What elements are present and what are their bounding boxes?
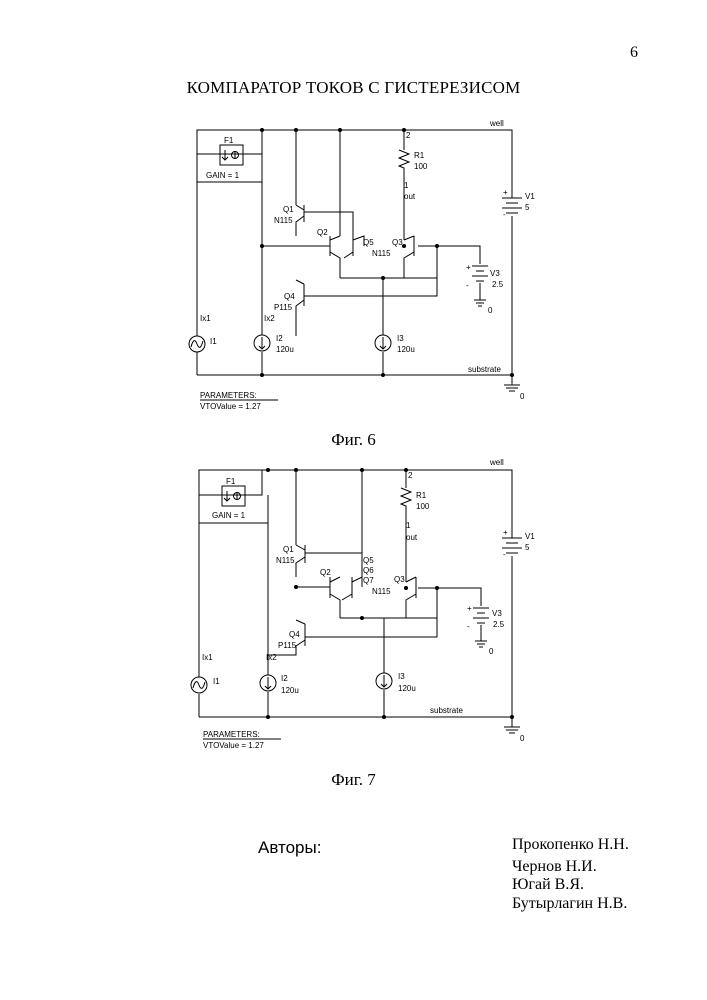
q2-label: Q2: [317, 228, 328, 237]
out-label: out: [406, 533, 418, 542]
q5-label: Q5: [363, 238, 374, 247]
parameters-label: PARAMETERS:: [200, 391, 257, 400]
v3-plus: +: [466, 263, 471, 272]
i2-label: I2: [281, 674, 288, 683]
gain-label: GAIN = 1: [212, 511, 246, 520]
i1-label: I1: [213, 677, 220, 686]
ix1-label: Ix1: [200, 314, 211, 323]
ix1-label: Ix1: [202, 653, 213, 662]
v3-minus: -: [466, 281, 469, 290]
v1-minus: -: [503, 550, 506, 559]
q7-model: N115: [372, 587, 391, 596]
i1-label: I1: [210, 337, 217, 346]
main-gnd-label: 0: [520, 392, 525, 401]
v3-minus: -: [467, 622, 470, 631]
i3-label: I3: [397, 334, 404, 343]
v3-plus: +: [467, 604, 472, 613]
v3-value: 2.5: [492, 280, 504, 289]
v3-label: V3: [492, 609, 502, 618]
i2-value: 120u: [281, 686, 299, 695]
ix2-label: Ix2: [266, 653, 277, 662]
q1-model: N115: [274, 216, 293, 225]
r1-value: 100: [416, 502, 430, 511]
q4-model: P115: [274, 303, 293, 312]
v3-gnd-label: 0: [489, 647, 494, 656]
v1-value: 5: [525, 543, 530, 552]
q5-label: Q5: [363, 556, 374, 565]
gain-label: GAIN = 1: [206, 171, 240, 180]
parameters-label: PARAMETERS:: [203, 730, 260, 739]
substrate-label: substrate: [468, 365, 501, 374]
substrate-label: substrate: [430, 706, 463, 715]
figure-7-caption: Фиг. 7: [0, 770, 707, 790]
page-number: 6: [630, 44, 638, 62]
q4-model: P115: [278, 641, 297, 650]
v1-minus: -: [503, 210, 506, 219]
main-gnd-label: 0: [520, 734, 525, 743]
author-name: Чернов Н.И.: [512, 858, 597, 876]
q1-label: Q1: [283, 205, 294, 214]
well-label: well: [489, 458, 504, 467]
node2-label: 2: [408, 471, 413, 480]
q2-label: Q2: [320, 568, 331, 577]
q7-label: Q7: [363, 576, 374, 585]
r1-label: R1: [414, 151, 425, 160]
v1-value: 5: [525, 203, 530, 212]
v3-gnd-label: 0: [488, 306, 493, 315]
authors-label: Авторы:: [258, 838, 321, 858]
q1-model: N115: [276, 556, 295, 565]
v1-plus: +: [503, 188, 508, 197]
v1-label: V1: [525, 192, 535, 201]
author-name: Бутырлагин Н.В.: [512, 895, 627, 913]
r1-label: R1: [416, 491, 427, 500]
v3-label: V3: [490, 269, 500, 278]
node2-label: 2: [406, 131, 411, 140]
q6-label: Q6: [363, 566, 374, 575]
q3-label: Q3: [394, 575, 405, 584]
node1-label: 1: [406, 521, 411, 530]
q3-label: Q3: [392, 238, 403, 247]
vto-value: VTOValue = 1.27: [203, 741, 264, 750]
figure-6-caption: Фиг. 6: [0, 430, 707, 450]
i3-value: 120u: [398, 684, 416, 693]
i3-label: I3: [398, 672, 405, 681]
author-name: Югай В.Я.: [512, 876, 584, 894]
node1-label: 1: [404, 181, 409, 190]
vto-value: VTOValue = 1.27: [200, 402, 261, 411]
v3-value: 2.5: [493, 620, 505, 629]
q4-label: Q4: [289, 630, 300, 639]
out-label: out: [404, 192, 416, 201]
i3-value: 120u: [397, 345, 415, 354]
figure-7-schematic: F1 GAIN = 1 2 well R1 100 1 out V1 5 + -…: [185, 455, 530, 755]
q4-label: Q4: [284, 292, 295, 301]
i2-label: I2: [276, 334, 283, 343]
v1-plus: +: [503, 528, 508, 537]
f1-label: F1: [226, 477, 236, 486]
v1-label: V1: [525, 532, 535, 541]
f1-label: F1: [224, 136, 234, 145]
i2-value: 120u: [276, 345, 294, 354]
page-title: КОМПАРАТОР ТОКОВ С ГИСТЕРЕЗИСОМ: [0, 78, 707, 98]
well-label: well: [489, 119, 504, 128]
r1-value: 100: [414, 162, 428, 171]
q5-model: N115: [372, 249, 391, 258]
ix2-label: Ix2: [264, 314, 275, 323]
figure-6-schematic: F1 GAIN = 1 2 well R1 100 1 out V1 5 + -…: [185, 115, 530, 415]
q1-label: Q1: [283, 545, 294, 554]
author-name: Прокопенко Н.Н.: [512, 836, 629, 854]
